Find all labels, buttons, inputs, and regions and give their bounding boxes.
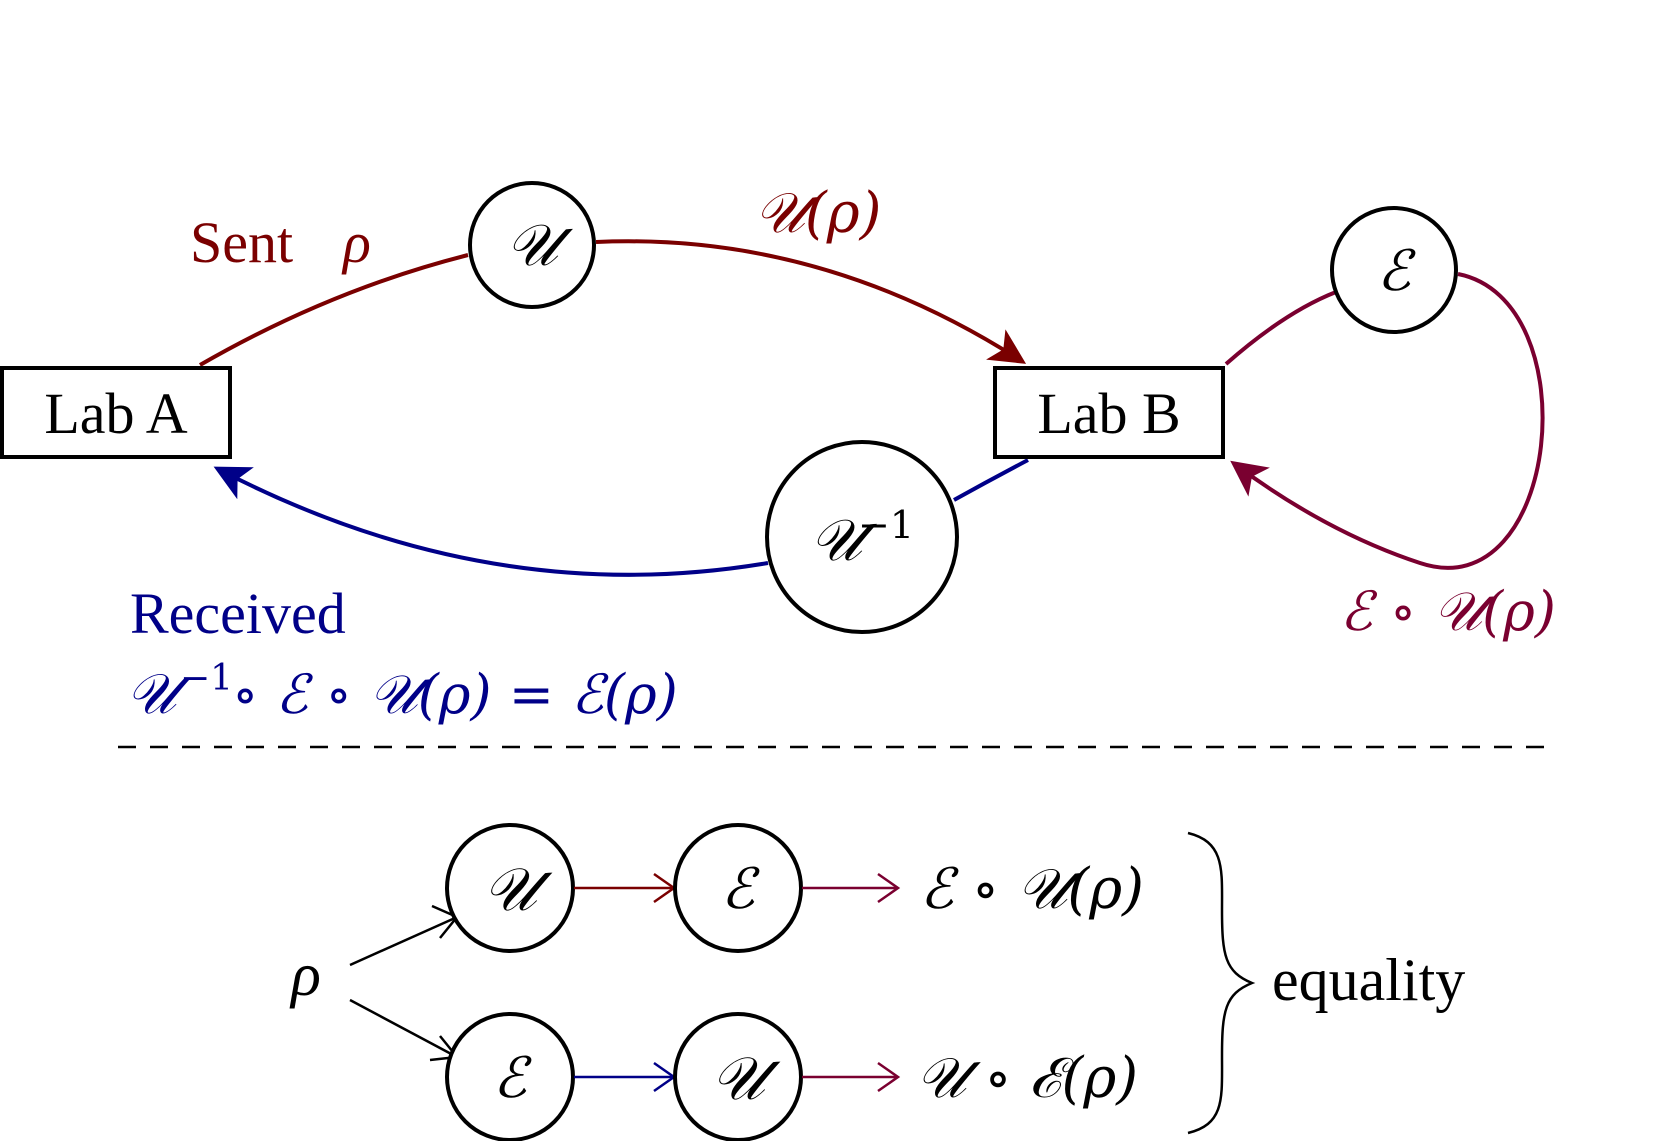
edge-u-to-labb	[595, 239, 1027, 364]
u-node: 𝒰	[468, 181, 596, 309]
u-inverse-sup: −1	[858, 503, 914, 547]
edge-rho-to-row1	[349, 916, 456, 967]
row2-node-e: ℰ	[445, 1012, 575, 1141]
row1-node-e: ℰ	[673, 823, 803, 953]
lab-a-label: Lab A	[44, 381, 187, 446]
label-sent-rho: ρ	[341, 210, 371, 275]
row2-node-e-label: ℰ	[493, 1046, 532, 1111]
lab-b-label: Lab B	[1037, 381, 1180, 446]
label-sent-text: Sent	[190, 210, 293, 275]
arrowhead-row2-result	[877, 1061, 901, 1093]
lab-b-node: Lab B	[993, 366, 1225, 459]
edge-labb-to-uinv	[953, 458, 1029, 502]
row2-node-u: 𝒰	[673, 1012, 803, 1141]
row1-result: ℰ ∘ 𝒰(ρ)	[920, 857, 1144, 922]
e-node-label: ℰ	[1377, 239, 1416, 304]
label-e-compose-u: ℰ ∘ 𝒰(ρ)	[1340, 580, 1556, 643]
row1-node-e-label: ℰ	[721, 857, 760, 922]
bottom-rho: ρ	[289, 941, 321, 1009]
lab-a-node: Lab A	[0, 366, 232, 459]
label-received: Received	[130, 581, 346, 646]
edge-e-loop-to-labb	[1230, 272, 1545, 570]
e-node: ℰ	[1330, 206, 1458, 334]
edge-rho-to-row2	[349, 998, 456, 1058]
label-u-of-rho: 𝒰(ρ)	[754, 181, 881, 246]
row1-node-u: 𝒰	[445, 823, 575, 953]
edge-uinv-to-laba	[213, 466, 769, 577]
received-eq-rest: ∘ ℰ ∘ 𝒰(ρ) = ℰ(ρ)	[232, 663, 678, 726]
row2-result: 𝒰 ∘ ℰ(ρ)	[916, 1046, 1138, 1111]
received-eq-sup: −1	[180, 658, 233, 699]
edge-labb-to-e	[1224, 290, 1337, 366]
arrowhead-row1-result	[877, 872, 901, 904]
u-inverse-node: 𝒰 −1	[765, 440, 959, 634]
edge-laba-to-u	[199, 253, 469, 367]
label-received-equation: 𝒰 −1 ∘ ℰ ∘ 𝒰(ρ) = ℰ(ρ)	[126, 658, 678, 727]
brace-label-equality: equality	[1272, 947, 1465, 1013]
right-brace	[1187, 831, 1256, 1135]
